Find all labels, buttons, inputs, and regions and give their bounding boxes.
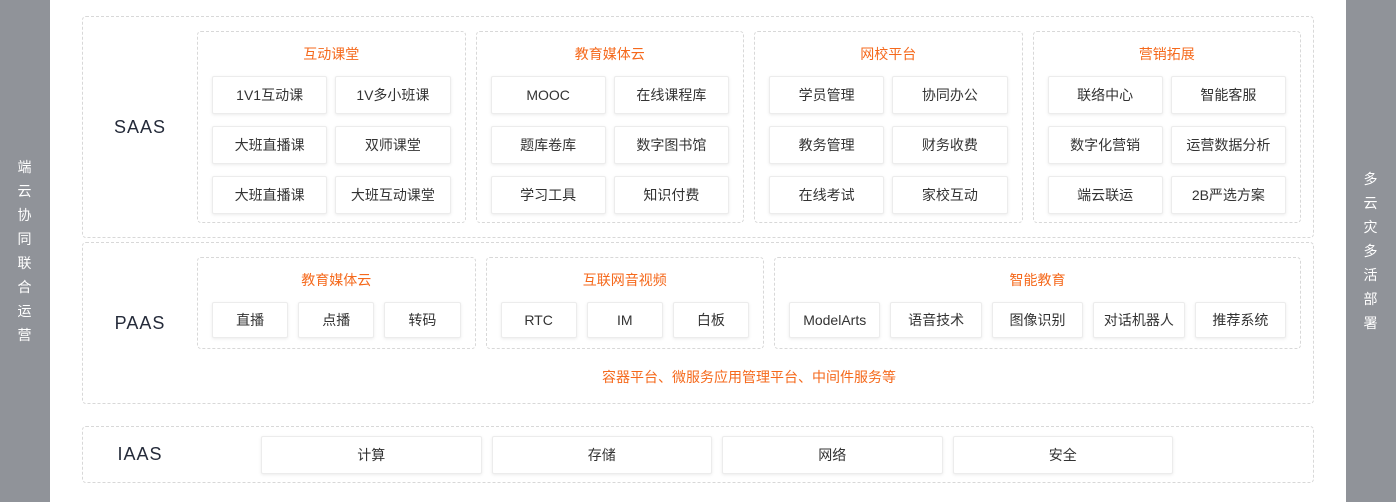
capability-chip[interactable]: IM [586,302,663,338]
saas-layer-label: SAAS [113,116,167,137]
chip-row: RTC IM 白板 [500,302,750,338]
capability-chip[interactable]: 直播 [212,302,289,338]
iaas-chip-row: 计算 存储 网络 安全 [261,435,1173,474]
capability-chip[interactable]: 点播 [298,302,375,338]
capability-chip[interactable]: 在线考试 [769,176,885,214]
capability-chip[interactable]: 财务收费 [892,126,1008,164]
capability-chip[interactable]: 联络中心 [1047,76,1163,114]
capability-chip[interactable]: 语音技术 [890,302,982,338]
group-title: 互动课堂 [303,46,360,62]
group-title: 教育媒体云 [574,46,645,62]
capability-chip[interactable]: ModelArts [789,302,881,338]
paas-right-area: 教育媒体云 直播 点播 转码 互联网音视频 RTC IM 白板 [197,243,1313,403]
capability-chip[interactable]: 推荐系统 [1194,302,1287,338]
right-rail-vertical-label: 多云灾多活部署 [1363,171,1379,331]
group-title: 教育媒体云 [301,272,372,288]
capability-chip[interactable]: MOOC [490,76,606,114]
chip-grid: MOOC 在线课程库 题库卷库 数字图书馆 学习工具 知识付费 [490,76,729,214]
chip-grid: 学员管理 协同办公 教务管理 财务收费 在线考试 家校互动 [769,76,1008,214]
group-title: 网校平台 [860,46,917,62]
capability-chip[interactable]: 大班互动课堂 [335,176,451,214]
saas-layer: SAAS 互动课堂 1V1互动课 1V多小班课 大班直播课 双师课堂 大班直播课… [82,16,1314,238]
group-marketing-expansion: 营销拓展 联络中心 智能客服 数字化营销 运营数据分析 端云联运 2B严选方案 [1032,31,1301,223]
left-rail-vertical-label: 端云协同联合运营 [17,159,33,343]
group-title: 互联网音视频 [582,272,667,288]
capability-chip[interactable]: 学习工具 [490,176,606,214]
capability-chip[interactable]: 家校互动 [892,176,1008,214]
capability-chip[interactable]: 对话机器人 [1093,302,1185,338]
paas-layer-label: PAAS [114,312,166,333]
capability-chip[interactable]: 2B严选方案 [1170,176,1286,214]
capability-chip[interactable]: 安全 [952,435,1173,474]
capability-chip[interactable]: 题库卷库 [490,126,606,164]
capability-chip[interactable]: 运营数据分析 [1170,126,1286,164]
capability-chip[interactable]: 大班直播课 [212,126,328,164]
right-rail: 多云灾多活部署 [1346,0,1396,502]
chip-row: ModelArts 语音技术 图像识别 对话机器人 推荐系统 [789,302,1287,338]
capability-chip[interactable]: 白板 [672,302,750,338]
capability-chip[interactable]: 图像识别 [991,302,1084,338]
iaas-layer: IAAS 计算 存储 网络 安全 [82,426,1314,483]
capability-chip[interactable]: 网络 [722,435,943,474]
left-rail: 端云协同联合运营 [0,0,50,502]
group-title: 智能教育 [1009,272,1066,288]
capability-chip[interactable]: 计算 [261,435,482,474]
paas-layer: PAAS 教育媒体云 直播 点播 转码 互联网音视频 RTC [82,242,1314,404]
capability-chip[interactable]: 协同办公 [892,76,1008,114]
capability-chip[interactable]: 数字图书馆 [613,126,729,164]
capability-chip[interactable]: 双师课堂 [335,126,451,164]
group-online-school-platform: 网校平台 学员管理 协同办公 教务管理 财务收费 在线考试 家校互动 [754,31,1023,223]
paas-footnote: 容器平台、微服务应用管理平台、中间件服务等 [602,369,896,385]
capability-chip[interactable]: RTC [500,302,577,338]
chip-grid: 联络中心 智能客服 数字化营销 运营数据分析 端云联运 2B严选方案 [1047,76,1286,214]
capability-chip[interactable]: 数字化营销 [1047,126,1163,164]
chip-grid: 1V1互动课 1V多小班课 大班直播课 双师课堂 大班直播课 大班互动课堂 [212,76,451,214]
capability-chip[interactable]: 知识付费 [613,176,729,214]
iaas-layer-label: IAAS [117,444,163,464]
chip-row: 直播 点播 转码 [212,302,461,338]
capability-chip[interactable]: 大班直播课 [212,176,328,214]
architecture-content: SAAS 互动课堂 1V1互动课 1V多小班课 大班直播课 双师课堂 大班直播课… [50,0,1346,502]
capability-chip[interactable]: 在线课程库 [613,76,729,114]
group-internet-audio-video: 互联网音视频 RTC IM 白板 [485,257,764,349]
capability-chip[interactable]: 转码 [384,302,461,338]
capability-chip[interactable]: 1V1互动课 [212,76,328,114]
capability-chip[interactable]: 学员管理 [769,76,885,114]
group-interactive-classroom: 互动课堂 1V1互动课 1V多小班课 大班直播课 双师课堂 大班直播课 大班互动… [197,31,466,223]
capability-chip[interactable]: 教务管理 [769,126,885,164]
saas-groups: 互动课堂 1V1互动课 1V多小班课 大班直播课 双师课堂 大班直播课 大班互动… [197,17,1313,237]
group-intelligent-education: 智能教育 ModelArts 语音技术 图像识别 对话机器人 推荐系统 [774,257,1301,349]
capability-chip[interactable]: 1V多小班课 [335,76,451,114]
capability-chip[interactable]: 存储 [491,435,712,474]
group-education-media-cloud: 教育媒体云 MOOC 在线课程库 题库卷库 数字图书馆 学习工具 知识付费 [475,31,744,223]
paas-groups: 教育媒体云 直播 点播 转码 互联网音视频 RTC IM 白板 [197,257,1301,349]
capability-chip[interactable]: 智能客服 [1170,76,1286,114]
group-title: 营销拓展 [1138,46,1195,62]
group-media-cloud-paas: 教育媒体云 直播 点播 转码 [197,257,476,349]
capability-chip[interactable]: 端云联运 [1047,176,1163,214]
